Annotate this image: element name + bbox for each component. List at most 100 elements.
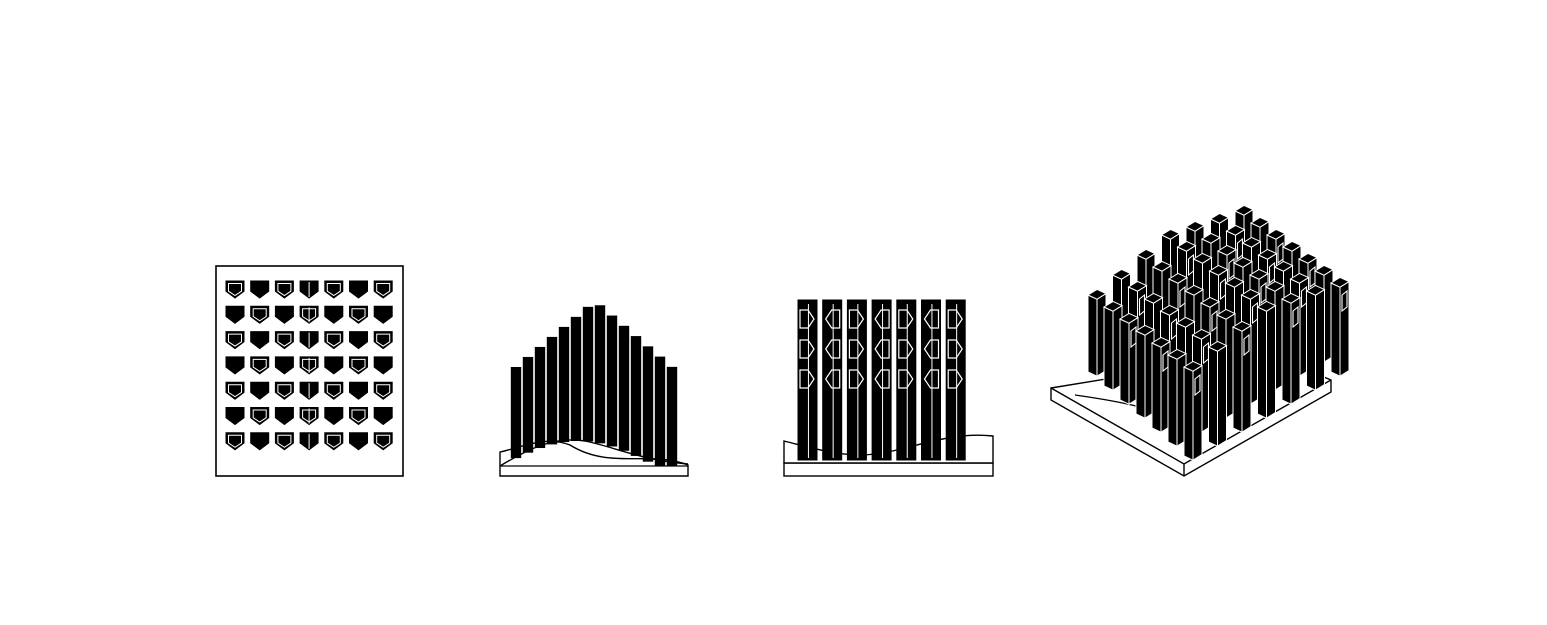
axon-pillar-top-face: [1118, 312, 1140, 324]
axon-pillar-top-face: [1257, 248, 1278, 260]
axon-pillar-top-face: [1183, 284, 1205, 296]
elevation-hex-opening: [848, 309, 865, 329]
axon-pillar-top-face: [1289, 272, 1310, 284]
axon-pillar-left-face: [1330, 282, 1341, 377]
elevation-pillar: [846, 299, 867, 461]
plan-shield: [274, 305, 294, 324]
plan-shield: [324, 280, 344, 299]
plan-shield-inset: [326, 333, 341, 347]
plan-shield: [373, 381, 393, 400]
axon-pillars: [1086, 204, 1351, 462]
plan-shield: [250, 331, 270, 350]
elevation-hex-opening: [923, 309, 940, 329]
plan-shield: [274, 331, 294, 350]
elevation-hex-opening: [848, 369, 865, 389]
section-fin: [630, 336, 642, 456]
axon-pillar-top-face: [1231, 320, 1253, 332]
axon-pillar-top-face: [1167, 272, 1189, 284]
section-view: [499, 305, 689, 477]
axon-pillar-top-face: [1305, 284, 1326, 296]
elevation-hex-opening: [898, 339, 914, 359]
axon-pillar-top-face: [1150, 336, 1172, 348]
elevation-pillar: [871, 299, 892, 461]
axon-pillar-opening: [1341, 289, 1348, 313]
section-fin: [642, 346, 654, 462]
plan-shield-inset: [228, 434, 242, 448]
elevation-pillar: [921, 299, 941, 461]
plan-frame: [215, 265, 404, 477]
section-fin: [666, 366, 678, 466]
section-fin: [522, 356, 534, 453]
elevation-pillar: [822, 299, 843, 461]
plan-shield: [274, 280, 294, 299]
plan-shield: [373, 356, 393, 375]
plan-shield: [324, 432, 344, 451]
plan-shield: [225, 280, 245, 299]
axon-pillar-top-face: [1151, 260, 1173, 272]
plan-shield: [349, 280, 368, 299]
axon-pillar-opening: [1194, 373, 1201, 397]
axonometric-view: [1050, 204, 1351, 477]
axon-pillar-top-face: [1102, 300, 1124, 312]
axon-pillar-top-face: [1313, 264, 1335, 276]
axon-pillar-top-face: [1207, 340, 1228, 352]
axon-pillar-right-face: [1217, 344, 1227, 448]
elevation-hex-opening: [824, 369, 841, 389]
axon-pillar-right-face: [1290, 296, 1301, 406]
plan-shield-inset: [302, 308, 317, 322]
plan-shield: [274, 407, 294, 426]
section-fin: [618, 325, 630, 451]
axon-pillar-top-face: [1248, 268, 1270, 280]
axon-pillar-top-face: [1159, 304, 1180, 316]
section-fin: [558, 326, 570, 443]
plan-shield: [250, 280, 270, 299]
axon-pillar-top-face: [1184, 220, 1206, 232]
elevation-hex-opening: [824, 309, 841, 329]
section-fin: [606, 315, 618, 447]
plan-shield: [324, 356, 344, 375]
elevation-hex-opening: [799, 309, 815, 329]
plan-shield-inset: [252, 308, 267, 322]
plan-shield-inset: [376, 333, 391, 347]
axon-pillar-top-face: [1192, 252, 1213, 264]
plan-shield: [225, 331, 245, 350]
plan-shield-inset: [277, 333, 292, 347]
axon-pillar-top-face: [1224, 276, 1245, 288]
axon-pillar-top-face: [1208, 264, 1229, 276]
plan-shield: [373, 280, 393, 299]
elevation-hex-opening: [947, 309, 963, 329]
axon-pillar-right-face: [1241, 324, 1252, 434]
axon-pillar-top-face: [1241, 236, 1262, 248]
plan-shield: [225, 381, 245, 400]
elevation-hex-opening: [824, 339, 841, 359]
plan-shield: [250, 305, 270, 324]
axon-pillar-top-face: [1143, 292, 1164, 304]
axon-pillar-top-face: [1216, 244, 1238, 256]
elevation-hex-opening: [898, 309, 914, 329]
plan-shield: [373, 432, 393, 451]
plan-shield-grid: [225, 280, 393, 451]
plan-shield-inset: [228, 283, 242, 297]
axon-pillar-top-face: [1111, 268, 1132, 280]
axon-pillar-top-face: [1225, 224, 1246, 236]
plan-shield: [225, 407, 245, 426]
elevation-view: [783, 299, 994, 477]
elevation-hex-opening: [874, 309, 890, 329]
plan-shield-inset: [351, 308, 366, 322]
elevation-hex-opening: [898, 369, 914, 389]
axon-pillar-right-face: [1315, 288, 1325, 392]
axon-pillar-top-face: [1175, 316, 1196, 328]
axon-pillar-top-face: [1264, 280, 1286, 292]
elevation-hex-opening: [923, 339, 940, 359]
section-fin: [582, 306, 594, 442]
section-fin: [594, 305, 606, 444]
axon-pillar-top-face: [1200, 232, 1222, 244]
plan-shield: [373, 331, 393, 350]
axon-pillar-top-face: [1240, 288, 1261, 300]
axon-pillar-top-face: [1199, 296, 1221, 308]
plan-shield: [225, 356, 245, 375]
plan-shield: [225, 305, 245, 324]
axon-pillar-top-face: [1281, 240, 1303, 252]
plan-shield: [349, 381, 368, 400]
plan-view: [215, 265, 404, 477]
